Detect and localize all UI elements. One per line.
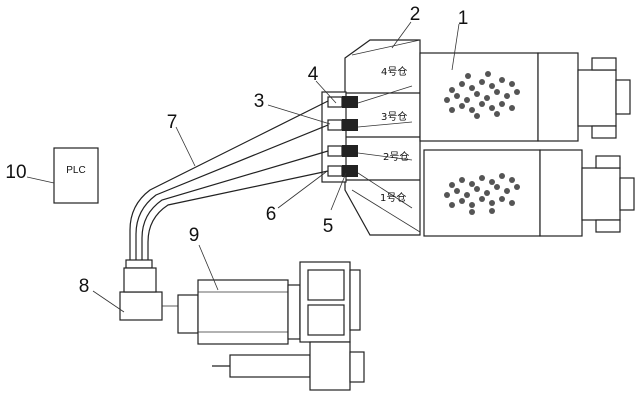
- leader-7: [175, 126, 196, 167]
- numeral-5: 5: [323, 216, 334, 237]
- cargo-pile-bottom: [444, 173, 520, 215]
- pipe-joint: [125, 259, 153, 269]
- feeder-unit-1: [327, 165, 343, 177]
- truck-bottom-wheel-b: [595, 219, 621, 233]
- valve-1: [342, 165, 358, 177]
- truck-top-bumper: [615, 79, 631, 115]
- leader-10: [26, 176, 55, 184]
- numeral-3: 3: [254, 91, 265, 112]
- valve-2: [342, 145, 358, 157]
- bin-label-2: 2号仓: [383, 150, 409, 163]
- pipe-bundle: [125, 100, 329, 269]
- truck-bottom-body: [423, 149, 541, 237]
- mill-inlet: [177, 294, 199, 334]
- bin-inner-line-bottom: [351, 189, 421, 233]
- leader-9: [198, 244, 219, 291]
- bin-label-3: 3号仓: [381, 110, 407, 123]
- numeral-9: 9: [189, 225, 200, 246]
- leader-6: [277, 171, 327, 209]
- leader-4: [315, 80, 337, 104]
- hopper-top: [123, 267, 157, 293]
- truck-top-body: [419, 52, 539, 142]
- storage-bins: [344, 39, 421, 236]
- bin-label-1: 1号仓: [380, 191, 406, 204]
- truck-top: [419, 52, 631, 142]
- numeral-7: 7: [167, 112, 178, 133]
- numeral-1: 1: [458, 8, 469, 29]
- leader-3: [267, 104, 331, 125]
- truck-top-cab: [577, 69, 617, 127]
- truck-top-wheel-b: [591, 125, 617, 139]
- mill-assembly: [177, 261, 365, 391]
- leader-1: [451, 23, 460, 71]
- mill-drum: [197, 279, 289, 345]
- drive-motor: [229, 354, 311, 378]
- valve-3: [342, 119, 358, 131]
- truck-bottom-rear: [539, 149, 583, 237]
- gearbox-upper: [307, 269, 345, 301]
- numeral-4: 4: [308, 64, 319, 85]
- truck-bottom-wheel-a: [595, 155, 621, 169]
- numeral-8: 8: [79, 276, 90, 297]
- leader-2: [391, 21, 412, 49]
- pipe-3: [135, 124, 329, 262]
- drive-coupling: [349, 351, 365, 383]
- bin-inner-line-top: [351, 39, 421, 56]
- numeral-2: 2: [410, 4, 421, 25]
- feeder-panel: [321, 91, 358, 183]
- truck-top-wheel-a: [591, 57, 617, 71]
- plc-box: [53, 147, 99, 204]
- hopper-body: [119, 291, 163, 321]
- truck-bottom: [423, 149, 635, 237]
- truck-bottom-cab: [581, 167, 621, 221]
- leader-5: [330, 172, 347, 211]
- leader-8: [92, 290, 125, 313]
- hopper: [119, 267, 178, 321]
- feeder-unit-2: [327, 145, 343, 157]
- gearbox-lower: [307, 304, 345, 336]
- cargo-pile-top: [444, 71, 520, 119]
- feeder-unit-3: [327, 119, 343, 131]
- bin-label-4: 4号仓: [381, 65, 407, 78]
- feed-line-1: [357, 172, 413, 209]
- truck-bottom-bumper: [619, 177, 635, 211]
- pipe-4: [129, 100, 329, 262]
- feed-line-3: [357, 121, 413, 128]
- numeral-6: 6: [266, 204, 277, 225]
- feed-line-2: [357, 152, 413, 161]
- feed-line-4: [357, 85, 413, 104]
- numeral-10: 10: [5, 162, 26, 183]
- plc-label: PLC: [66, 165, 85, 176]
- mill-flange: [287, 284, 301, 340]
- gearbox-side: [349, 269, 361, 331]
- drive-reducer: [309, 341, 351, 391]
- pipe-1: [147, 170, 329, 262]
- truck-top-rear: [537, 52, 579, 142]
- valve-4: [342, 96, 358, 108]
- pipe-2: [141, 150, 329, 262]
